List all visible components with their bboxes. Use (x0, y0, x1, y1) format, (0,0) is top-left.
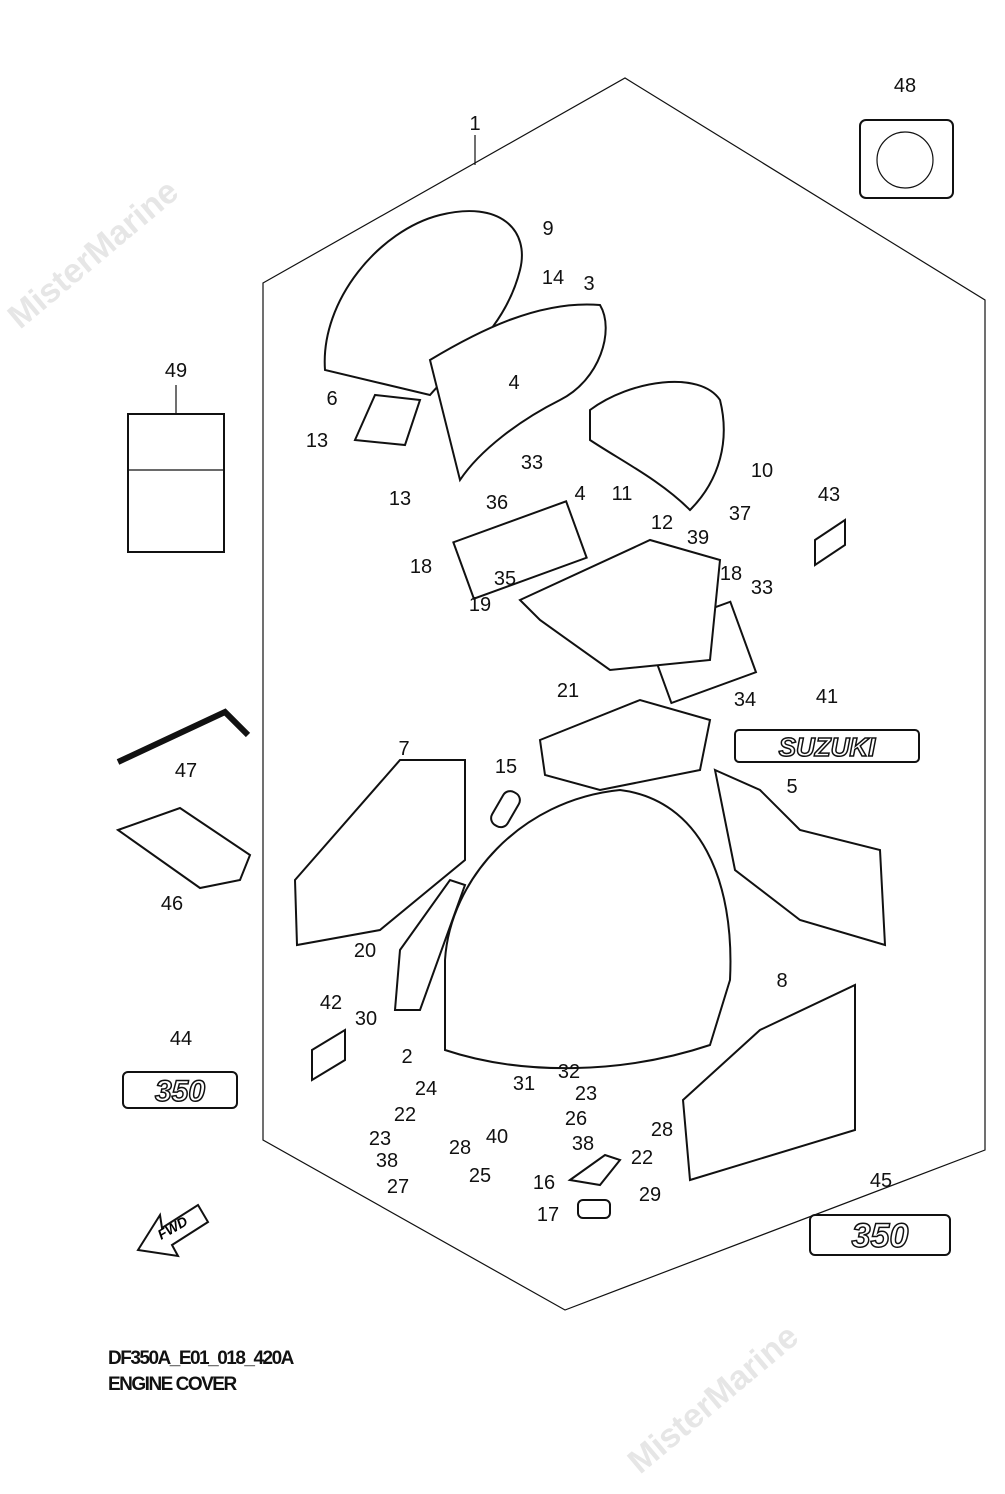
callout-38: 38 (572, 1133, 594, 1155)
panel-3 (428, 303, 607, 483)
callout-49: 49 (165, 360, 187, 382)
cap-16 (567, 1153, 622, 1187)
callout-22: 22 (394, 1104, 416, 1126)
callout-3: 3 (583, 273, 594, 295)
owners-manual-49 (127, 385, 225, 553)
callout-6: 6 (326, 388, 337, 410)
callout-31: 31 (513, 1073, 535, 1095)
callout-22: 22 (631, 1147, 653, 1169)
callout-45: 45 (870, 1170, 892, 1192)
callout-42: 42 (320, 992, 342, 1014)
air-duct-19 (518, 538, 722, 672)
callout-37: 37 (729, 503, 751, 525)
callout-48: 48 (894, 75, 916, 97)
fwd-arrow: FWD (136, 1203, 210, 1258)
callout-20: 20 (354, 940, 376, 962)
callout-23: 23 (369, 1128, 391, 1150)
callout-24: 24 (415, 1078, 437, 1100)
callout-36: 36 (486, 492, 508, 514)
callout-13: 13 (306, 430, 328, 452)
callout-10: 10 (751, 460, 773, 482)
callout-9: 9 (542, 218, 553, 240)
callout-27: 27 (387, 1176, 409, 1198)
callout-16: 16 (533, 1172, 555, 1194)
watermark-text: MisterMarine (621, 1317, 806, 1481)
callout-35: 35 (494, 568, 516, 590)
callout-29: 29 (639, 1184, 661, 1206)
liner-7 (293, 759, 466, 947)
lower-cover-2 (444, 788, 732, 1070)
callout-43: 43 (818, 484, 840, 506)
callout-33: 33 (751, 577, 773, 599)
intake-screen-21 (538, 698, 712, 792)
grille-18-left (452, 500, 588, 600)
tool-bag-46 (115, 806, 252, 890)
350-decal-text: 350 (155, 1075, 205, 1108)
callout-17: 17 (537, 1204, 559, 1226)
callout-30: 30 (355, 1008, 377, 1030)
callout-26: 26 (565, 1108, 587, 1130)
wrench-47 (116, 708, 251, 765)
350-decal-text: 350 (852, 1217, 909, 1255)
callout-25: 25 (469, 1165, 491, 1187)
callout-41: 41 (816, 686, 838, 708)
callout-34: 34 (734, 689, 756, 711)
callout-8: 8 (776, 970, 787, 992)
seal-15 (490, 790, 521, 829)
sticker-48 (859, 119, 954, 199)
callout-21: 21 (557, 680, 579, 702)
callout-2: 2 (401, 1046, 412, 1068)
callout-38: 38 (376, 1150, 398, 1172)
callout-28: 28 (651, 1119, 673, 1141)
callout-32: 32 (558, 1061, 580, 1083)
suzuki-emblem-43 (814, 518, 846, 567)
350-decal-45: 350 (809, 1214, 951, 1256)
callout-13: 13 (389, 488, 411, 510)
side-cover-10 (589, 380, 725, 512)
watermark-text: MisterMarine (1, 172, 186, 336)
callout-12: 12 (651, 512, 673, 534)
callout-28: 28 (449, 1137, 471, 1159)
callout-40: 40 (486, 1126, 508, 1148)
callout-46: 46 (161, 893, 183, 915)
callout-7: 7 (398, 738, 409, 760)
pad-6 (353, 393, 422, 447)
callout-44: 44 (170, 1028, 192, 1050)
diagram-code: DF350A_E01_018_420A (108, 1348, 294, 1369)
callout-23: 23 (575, 1083, 597, 1105)
callout-11: 11 (612, 483, 633, 505)
callout-33: 33 (521, 452, 543, 474)
callout-39: 39 (687, 527, 709, 549)
suzuki-decal-41: SUZUKI (734, 729, 920, 763)
suzuki-emblem-42 (311, 1028, 346, 1082)
diagram-title: ENGINE COVER (108, 1374, 237, 1395)
callout-47: 47 (175, 760, 197, 782)
callout-5: 5 (786, 776, 797, 798)
liner-8 (681, 983, 856, 1182)
grommet-17 (577, 1199, 611, 1219)
callout-1: 1 (469, 113, 480, 135)
duct-20 (393, 878, 467, 1011)
callout-15: 15 (495, 756, 517, 778)
callout-4: 4 (508, 372, 519, 394)
suzuki-decal-text: SUZUKI (779, 732, 877, 762)
callout-18: 18 (410, 556, 432, 578)
assembly-outline (262, 77, 986, 1311)
callout-18: 18 (720, 563, 742, 585)
callout-4: 4 (574, 483, 585, 505)
callout-19: 19 (469, 594, 491, 616)
liner-5 (713, 768, 887, 947)
callout-14: 14 (542, 267, 564, 289)
350-decal-44: 350 (122, 1071, 238, 1109)
